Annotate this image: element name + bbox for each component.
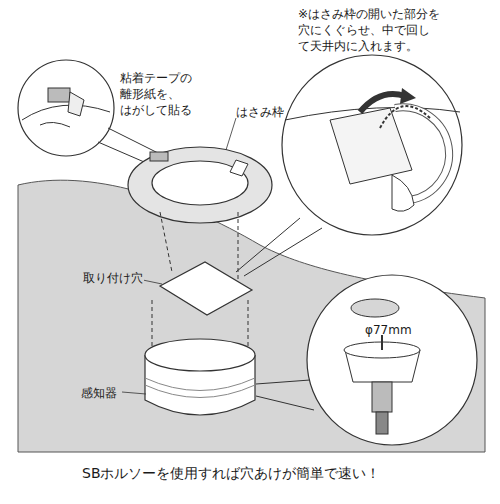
caption-text: SBホルソーを使用すれば穴あけが簡単で速い！: [82, 464, 381, 483]
part-name: 取り付け穴: [82, 270, 144, 286]
part-name: 感知器: [80, 385, 118, 401]
note-text: ※はさみ枠の開いた部分を 穴にくぐらせ、中で回し て天井内に入れます。: [298, 6, 450, 55]
part-name: はさみ枠: [236, 104, 284, 120]
dimension-label: φ77mm: [365, 322, 412, 338]
callout-text: 粘着テープの 離形紙を、 はがして貼る: [120, 70, 200, 119]
